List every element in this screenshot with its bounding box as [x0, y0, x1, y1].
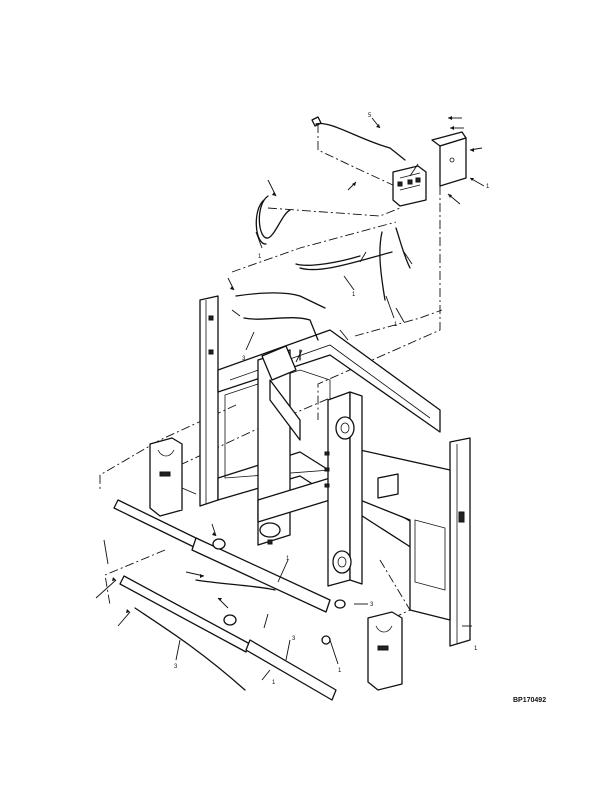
side-shift-cylinders: [113, 499, 346, 701]
svg-text:3: 3: [370, 602, 374, 608]
left-mount-bracket: [149, 437, 183, 517]
carriage-assembly: [257, 345, 331, 546]
side-shift-post: [324, 391, 399, 587]
svg-text:5: 5: [368, 113, 372, 119]
svg-text:3: 3: [174, 664, 178, 670]
svg-text:1: 1: [272, 680, 276, 686]
svg-text:1: 1: [394, 322, 398, 328]
svg-text:1: 1: [474, 646, 478, 652]
svg-text:1: 1: [258, 254, 262, 260]
svg-text:1: 1: [352, 292, 356, 298]
control-valve: [392, 165, 427, 207]
hydraulic-lines: [235, 116, 411, 361]
svg-text:3: 3: [242, 356, 246, 362]
svg-text:1: 1: [286, 556, 290, 562]
figure-code: BP170492: [513, 697, 547, 704]
callout-leaders: 5 1 1 1 1 3 1 3 3 1 1 3 1: [95, 113, 490, 686]
assembly-guide-lines: [99, 124, 443, 623]
right-mount-bracket: [367, 611, 403, 691]
svg-text:1: 1: [486, 184, 490, 190]
valve-bracket: [431, 131, 467, 187]
svg-text:1: 1: [338, 668, 342, 674]
svg-text:3: 3: [292, 636, 296, 642]
